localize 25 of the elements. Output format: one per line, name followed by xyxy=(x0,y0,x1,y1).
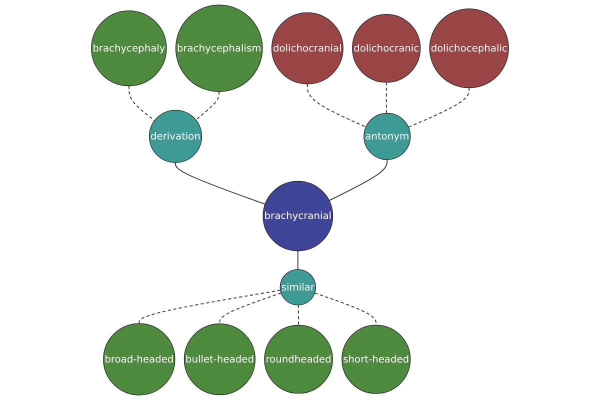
connector xyxy=(386,82,388,114)
node-circle: dolichocranial xyxy=(271,12,344,84)
connector xyxy=(138,290,281,324)
connector xyxy=(195,91,220,120)
node-circle: broad-headed xyxy=(103,323,176,396)
node-circle: brachycephalism xyxy=(175,4,263,92)
node-circle: brachycranial xyxy=(262,180,334,252)
node-circle: similar xyxy=(280,269,316,306)
connector xyxy=(306,84,366,128)
connector xyxy=(219,292,282,324)
node-circle: roundheaded xyxy=(264,324,333,394)
connector xyxy=(298,304,299,326)
node-circle: short-headed xyxy=(342,324,411,394)
node-circle: derivation xyxy=(148,110,202,163)
node-circle: dolichocephalic xyxy=(429,8,509,88)
connector xyxy=(297,250,298,270)
node-circle: dolichocranic xyxy=(352,14,421,83)
connector xyxy=(128,85,156,121)
node-circle: antonym xyxy=(364,112,411,160)
connector xyxy=(175,162,266,205)
connector xyxy=(328,159,388,202)
connector xyxy=(408,87,470,128)
node-circle: bullet-headed xyxy=(184,323,256,396)
connector xyxy=(314,292,377,326)
node-circle: brachycephaly xyxy=(91,10,167,86)
